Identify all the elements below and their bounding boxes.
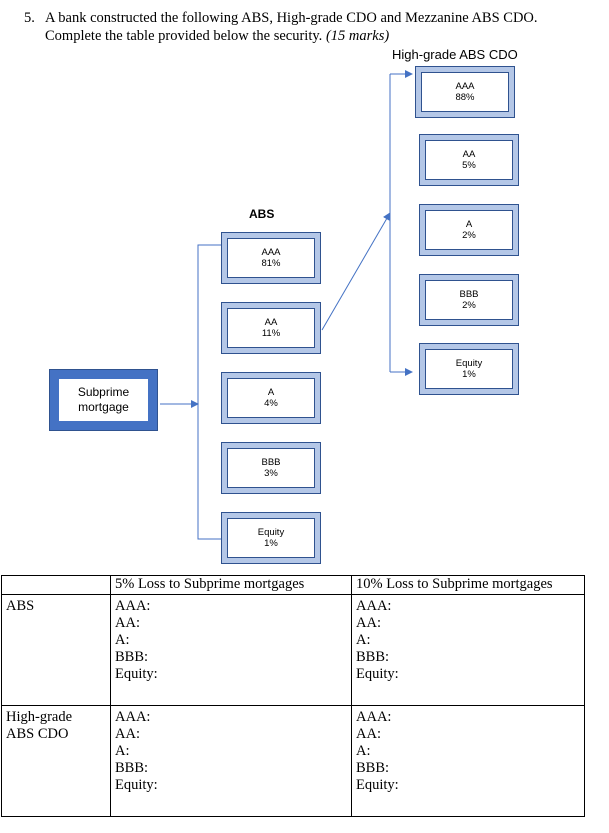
- tranche-pct: 88%: [455, 92, 475, 103]
- tranche-name: BBB: [261, 457, 281, 468]
- cdo-tranche-a: A 2%: [419, 204, 519, 256]
- abs-title: ABS: [249, 207, 275, 221]
- tranche-pct: 2%: [462, 230, 476, 241]
- question-text-line2: Complete the table provided below the se…: [45, 28, 389, 45]
- abs-tranche-aa: AA 11%: [221, 302, 321, 354]
- row-label-line1: High-grade: [6, 709, 73, 725]
- tranche-pct: 2%: [462, 300, 476, 311]
- abs-aa-to-cdo-arrow: [321, 212, 391, 331]
- row-label-text: ABS: [6, 598, 35, 614]
- subprime-mortgage-box: Subprime mortgage: [49, 369, 158, 431]
- answer-line-a: A:: [356, 743, 371, 759]
- tranche-pct: 1%: [462, 369, 476, 380]
- tranche-pct: 81%: [261, 258, 281, 269]
- diagram-connectors: [160, 70, 413, 540]
- answer-line-aaa: AAA:: [115, 709, 151, 725]
- header-cell-empty: [1, 575, 111, 595]
- table-row-cdo: High-grade ABS CDO AAA: AA: A: BBB: Equi…: [1, 705, 585, 817]
- answer-line-bbb: BBB:: [115, 649, 149, 665]
- answer-line-bbb: BBB:: [115, 760, 149, 776]
- header-cell-10pct: 10% Loss to Subprime mortgages: [351, 575, 585, 595]
- answer-line-equity: Equity:: [356, 777, 399, 793]
- answer-line-aaa: AAA:: [356, 598, 392, 614]
- question-marks: (15 marks): [325, 28, 390, 44]
- abs-tranche-equity: Equity 1%: [221, 512, 321, 564]
- cdo-tranche-aa: AA 5%: [419, 134, 519, 186]
- question-number: 5.: [24, 10, 35, 26]
- answer-line-aa: AA:: [115, 726, 140, 742]
- abs-bracket: [197, 244, 222, 540]
- tranche-name: AA: [462, 149, 476, 160]
- tranche-name: Equity: [257, 527, 285, 538]
- abs-tranche-bbb: BBB 3%: [221, 442, 321, 494]
- subprime-label-line2: mortgage: [78, 400, 129, 414]
- answer-line-bbb: BBB:: [356, 649, 390, 665]
- tranche-name: AAA: [261, 247, 281, 258]
- answer-cell-abs-10pct[interactable]: AAA: AA: A: BBB: Equity:: [351, 594, 585, 706]
- cdo-tranche-aaa: AAA 88%: [415, 66, 515, 118]
- answer-line-aa: AA:: [356, 726, 381, 742]
- row-label-cdo: High-grade ABS CDO: [1, 705, 111, 817]
- answer-line-a: A:: [115, 743, 130, 759]
- answer-line-equity: Equity:: [356, 666, 399, 682]
- tranche-pct: 5%: [462, 160, 476, 171]
- cdo-title: High-grade ABS CDO: [392, 47, 518, 62]
- answer-table: 5% Loss to Subprime mortgages 10% Loss t…: [1, 575, 585, 817]
- answer-line-aaa: AAA:: [356, 709, 392, 725]
- subprime-label-line1: Subprime: [77, 385, 130, 399]
- tranche-pct: 4%: [264, 398, 278, 409]
- row-label-abs: ABS: [1, 594, 111, 706]
- tranche-name: BBB: [459, 289, 479, 300]
- row-label-line2: ABS CDO: [6, 726, 69, 742]
- tranche-name: A: [465, 219, 473, 230]
- table-row-abs: ABS AAA: AA: A: BBB: Equity: AAA: AA: A:…: [1, 594, 585, 706]
- answer-cell-abs-5pct[interactable]: AAA: AA: A: BBB: Equity:: [110, 594, 352, 706]
- answer-cell-cdo-10pct[interactable]: AAA: AA: A: BBB: Equity:: [351, 705, 585, 817]
- answer-line-equity: Equity:: [115, 666, 158, 682]
- answer-line-a: A:: [356, 632, 371, 648]
- header-cell-5pct: 5% Loss to Subprime mortgages: [110, 575, 352, 595]
- answer-line-aaa: AAA:: [115, 598, 151, 614]
- tranche-pct: 1%: [264, 538, 278, 549]
- answer-line-a: A:: [115, 632, 130, 648]
- tranche-name: Equity: [455, 358, 483, 369]
- table-header-row: 5% Loss to Subprime mortgages 10% Loss t…: [1, 575, 585, 595]
- answer-cell-cdo-5pct[interactable]: AAA: AA: A: BBB: Equity:: [110, 705, 352, 817]
- tranche-name: A: [267, 387, 275, 398]
- cdo-tranche-equity: Equity 1%: [419, 343, 519, 395]
- answer-line-aa: AA:: [356, 615, 381, 631]
- cdo-tranche-bbb: BBB 2%: [419, 274, 519, 326]
- tranche-pct: 3%: [264, 468, 278, 479]
- question-instruction: Complete the table provided below the se…: [45, 28, 323, 44]
- question-text-line1: A bank constructed the following ABS, Hi…: [45, 10, 538, 26]
- tranche-name: AAA: [455, 81, 475, 92]
- answer-line-bbb: BBB:: [356, 760, 390, 776]
- tranche-name: AA: [264, 317, 278, 328]
- answer-line-equity: Equity:: [115, 777, 158, 793]
- abs-tranche-a: A 4%: [221, 372, 321, 424]
- abs-tranche-aaa: AAA 81%: [221, 232, 321, 284]
- answer-line-aa: AA:: [115, 615, 140, 631]
- tranche-pct: 11%: [261, 328, 281, 339]
